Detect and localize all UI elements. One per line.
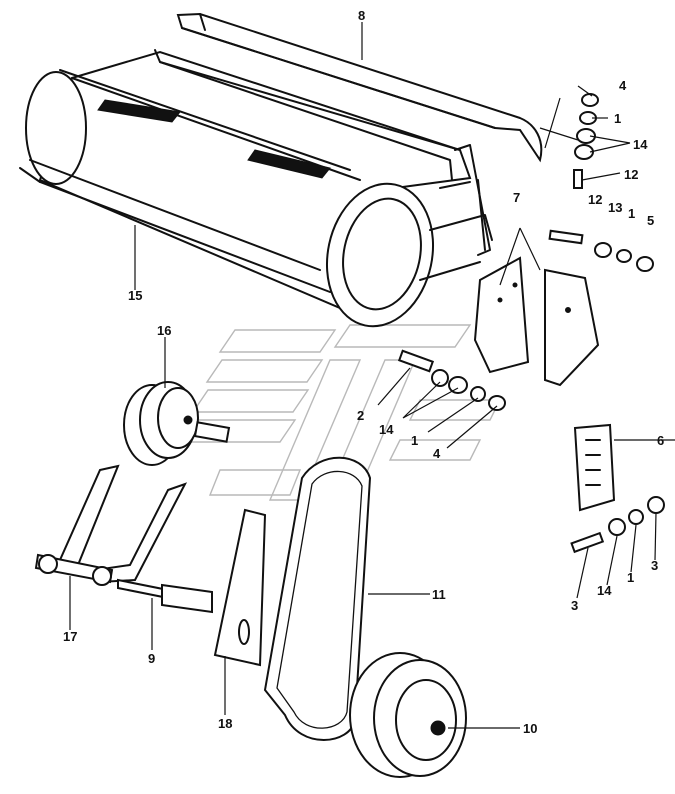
part-9-rod xyxy=(117,578,213,614)
callout-9: 9 xyxy=(148,651,155,666)
part-6-bracket xyxy=(573,423,616,512)
callout-13: 13 xyxy=(608,200,622,215)
callout-labels: 8 4 1 14 12 7 12 13 1 5 15 16 2 14 1 4 6… xyxy=(63,8,664,736)
leader-lines xyxy=(69,22,675,729)
callout-3: 3 xyxy=(571,598,578,613)
callout-5: 5 xyxy=(647,213,654,228)
hardware-row-left xyxy=(397,349,506,411)
callout-4: 4 xyxy=(433,446,441,461)
part-10-drive-pulley xyxy=(349,652,467,778)
callout-1: 1 xyxy=(614,111,621,126)
callout-1: 1 xyxy=(627,570,634,585)
callout-16: 16 xyxy=(157,323,171,338)
callout-18: 18 xyxy=(218,716,232,731)
part-17-tension-arm xyxy=(34,464,188,586)
part-11-belt xyxy=(263,456,372,741)
part-15-screen-drum xyxy=(19,49,493,328)
callout-12: 12 xyxy=(588,192,602,207)
callout-14: 14 xyxy=(597,583,612,598)
callout-6: 6 xyxy=(657,433,664,448)
callout-14: 14 xyxy=(379,422,394,437)
part-18-plate xyxy=(213,508,267,667)
hardware-stack-top-right xyxy=(539,93,599,189)
callout-3: 3 xyxy=(651,558,658,573)
part-16-pulley xyxy=(123,381,231,466)
callout-7: 7 xyxy=(513,190,520,205)
callout-12: 12 xyxy=(624,167,638,182)
callout-1: 1 xyxy=(628,206,635,221)
part-7-side-plates xyxy=(473,227,600,387)
callout-10: 10 xyxy=(523,721,537,736)
hardware-row-right xyxy=(548,229,654,272)
callout-17: 17 xyxy=(63,629,77,644)
callout-4: 4 xyxy=(619,78,627,93)
callout-15: 15 xyxy=(128,288,142,303)
callout-11: 11 xyxy=(432,587,446,602)
callout-14: 14 xyxy=(633,137,648,152)
part-8-top-cover xyxy=(176,12,543,163)
callout-1: 1 xyxy=(411,433,418,448)
callout-8: 8 xyxy=(358,8,365,23)
callout-2: 2 xyxy=(357,408,364,423)
